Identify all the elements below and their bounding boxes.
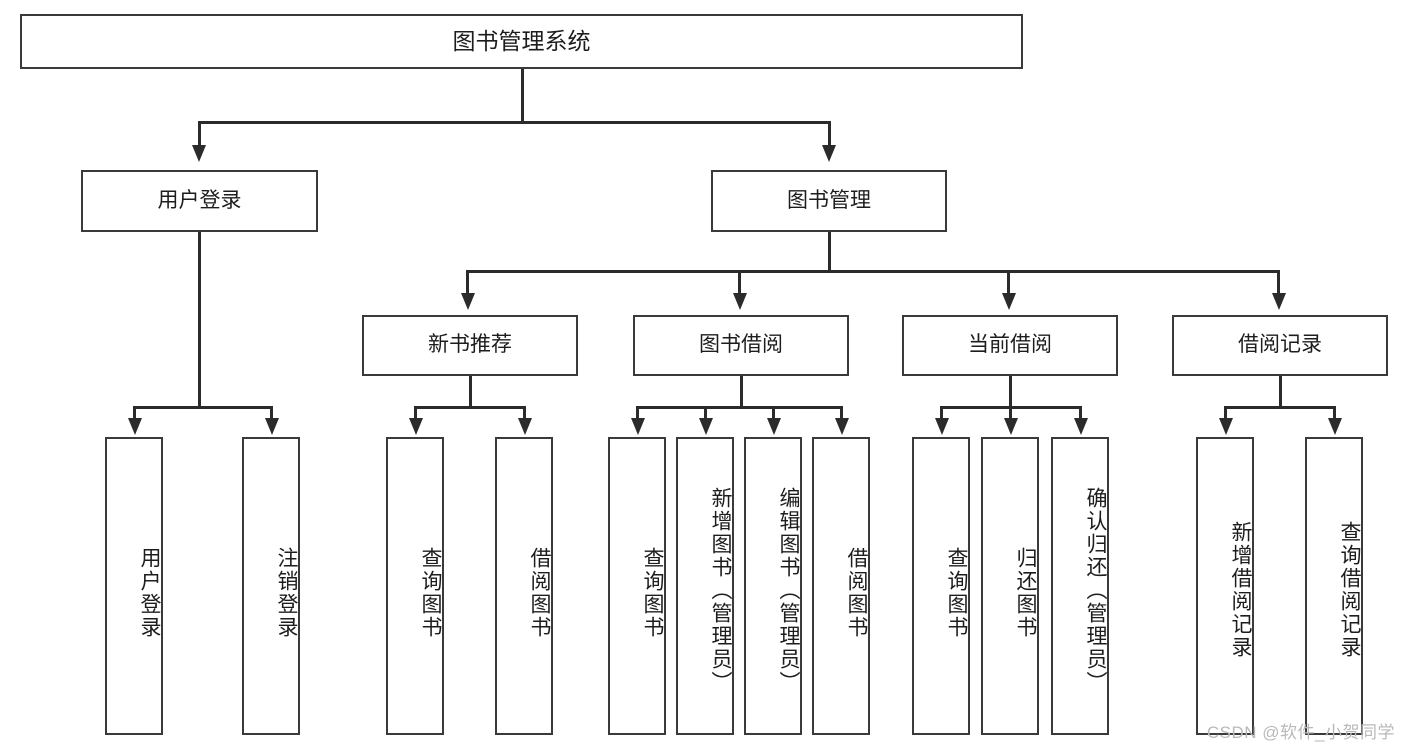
node-book-borrow[interactable]: 图书借阅	[633, 315, 849, 376]
arrow-borrow-record-leaf-0	[1219, 418, 1233, 435]
arrow-book-borrow-leaf-2	[767, 418, 781, 435]
arrow-to-user-login	[192, 145, 206, 162]
leaf-label: 借阅图书	[528, 547, 551, 639]
leaf-user-login-0[interactable]: 用户登录	[105, 437, 163, 735]
arrow-user-login-leaf-1	[265, 418, 279, 435]
edge-root-bus	[198, 121, 830, 124]
node-label: 借阅记录	[1238, 333, 1322, 357]
edge-book-borrow-drop-2	[772, 406, 775, 420]
edge-book-mgmt-drop-0	[466, 270, 469, 296]
edge-borrow-record-drop-1	[1333, 406, 1336, 420]
leaf-book-borrow-3[interactable]: 借阅图书	[812, 437, 870, 735]
edge-user-login-bus	[133, 406, 273, 409]
node-label: 图书管理系统	[452, 27, 591, 54]
node-user-login[interactable]: 用户登录	[81, 170, 318, 232]
edge-current-borrow-drop-0	[940, 406, 943, 420]
arrow-book-borrow-leaf-3	[835, 418, 849, 435]
edge-book-borrow-bus	[636, 406, 843, 409]
leaf-book-borrow-1[interactable]: 新增图书（管理员）	[676, 437, 734, 735]
edge-new-book-rec-drop-0	[414, 406, 417, 420]
arrow-current-borrow-leaf-0	[935, 418, 949, 435]
arrow-to-current-borrow	[1002, 293, 1016, 310]
edge-root-to-book-mgmt	[828, 121, 831, 147]
leaf-label: 借阅图书	[845, 547, 868, 639]
edge-new-book-rec-bus	[414, 406, 526, 409]
arrow-to-book-mgmt	[822, 145, 836, 162]
node-new-book-recommend[interactable]: 新书推荐	[362, 315, 578, 376]
edge-book-mgmt-drop-2	[1007, 270, 1010, 296]
edge-book-mgmt-stem	[828, 232, 831, 272]
arrow-borrow-record-leaf-1	[1328, 418, 1342, 435]
arrow-new-book-rec-leaf-0	[409, 418, 423, 435]
edge-book-mgmt-drop-3	[1277, 270, 1280, 296]
arrow-new-book-rec-leaf-1	[518, 418, 532, 435]
leaf-borrow-record-1[interactable]: 查询借阅记录	[1305, 437, 1363, 735]
leaf-label: 归还图书	[1014, 547, 1037, 639]
edge-book-borrow-stem	[740, 376, 743, 408]
node-current-borrow[interactable]: 当前借阅	[902, 315, 1118, 376]
node-label: 图书借阅	[699, 333, 783, 357]
leaf-current-borrow-2[interactable]: 确认归还（管理员）	[1051, 437, 1109, 735]
leaf-label: 查询图书	[641, 547, 664, 639]
edge-new-book-rec-stem	[469, 376, 472, 408]
node-root-system[interactable]: 图书管理系统	[20, 14, 1023, 69]
node-book-management[interactable]: 图书管理	[711, 170, 947, 232]
node-label: 图书管理	[787, 188, 871, 212]
leaf-label: 确认归还（管理员）	[1084, 486, 1107, 694]
node-label: 当前借阅	[968, 333, 1052, 357]
edge-user-login-drop-1	[270, 406, 273, 420]
node-label: 用户登录	[157, 188, 242, 212]
edge-root-to-user-login	[198, 121, 201, 147]
arrow-current-borrow-leaf-1	[1004, 418, 1018, 435]
leaf-label: 新增图书（管理员）	[709, 486, 732, 694]
edge-book-borrow-drop-3	[840, 406, 843, 420]
arrow-current-borrow-leaf-2	[1074, 418, 1088, 435]
leaf-new-book-rec-0[interactable]: 查询图书	[386, 437, 444, 735]
edge-book-borrow-drop-0	[636, 406, 639, 420]
leaf-new-book-rec-1[interactable]: 借阅图书	[495, 437, 553, 735]
leaf-label: 查询借阅记录	[1338, 521, 1361, 659]
csdn-watermark: CSDN @软件_小贺同学	[1206, 723, 1395, 742]
edge-current-borrow-stem	[1009, 376, 1012, 408]
node-borrow-record[interactable]: 借阅记录	[1172, 315, 1388, 376]
arrow-book-borrow-leaf-1	[699, 418, 713, 435]
leaf-book-borrow-0[interactable]: 查询图书	[608, 437, 666, 735]
leaf-label: 用户登录	[138, 547, 161, 639]
edge-book-mgmt-drop-1	[738, 270, 741, 296]
node-label: 新书推荐	[428, 333, 512, 357]
leaf-label: 查询图书	[419, 547, 442, 639]
leaf-current-borrow-1[interactable]: 归还图书	[981, 437, 1039, 735]
edge-current-borrow-drop-2	[1079, 406, 1082, 420]
edge-borrow-record-bus	[1224, 406, 1336, 409]
edge-new-book-rec-drop-1	[523, 406, 526, 420]
leaf-label: 新增借阅记录	[1229, 521, 1252, 659]
arrow-to-book-borrow	[733, 293, 747, 310]
leaf-label: 查询图书	[945, 547, 968, 639]
edge-borrow-record-stem	[1279, 376, 1282, 408]
arrow-user-login-leaf-0	[128, 418, 142, 435]
leaf-label: 编辑图书（管理员）	[777, 486, 800, 694]
edge-borrow-record-drop-0	[1224, 406, 1227, 420]
edge-book-borrow-drop-1	[704, 406, 707, 420]
leaf-borrow-record-0[interactable]: 新增借阅记录	[1196, 437, 1254, 735]
leaf-book-borrow-2[interactable]: 编辑图书（管理员）	[744, 437, 802, 735]
edge-current-borrow-drop-1	[1009, 406, 1012, 420]
arrow-to-borrow-record	[1272, 293, 1286, 310]
arrow-book-borrow-leaf-0	[631, 418, 645, 435]
arrow-to-new-book-rec	[461, 293, 475, 310]
edge-root-stem	[521, 69, 524, 123]
leaf-current-borrow-0[interactable]: 查询图书	[912, 437, 970, 735]
edge-user-login-stem	[198, 232, 201, 408]
edge-book-mgmt-bus	[466, 270, 1280, 273]
edge-user-login-drop-0	[133, 406, 136, 420]
leaf-user-login-1[interactable]: 注销登录	[242, 437, 300, 735]
leaf-label: 注销登录	[275, 547, 298, 639]
